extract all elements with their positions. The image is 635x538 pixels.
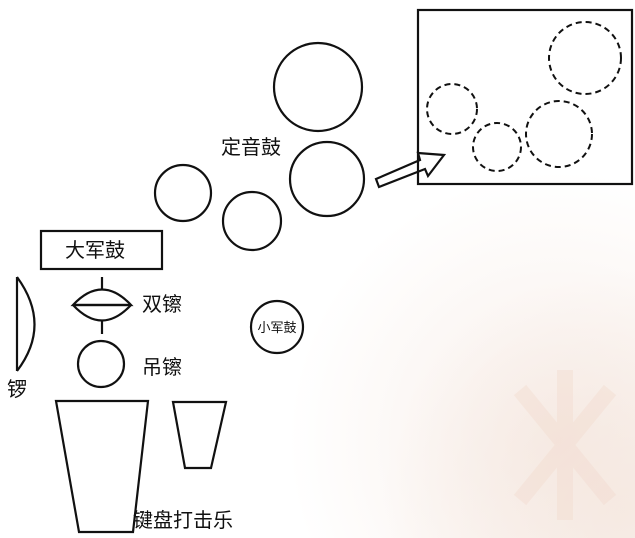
keyboard-percussion-label: 键盘打击乐 — [133, 508, 233, 532]
suspended-cymbal-icon — [76, 339, 126, 389]
crash-cymbals-icon — [70, 277, 134, 334]
timpani-drum-2 — [288, 140, 366, 218]
gong-icon — [16, 276, 36, 372]
keyboard-percussion-small-icon — [171, 400, 228, 470]
zoom-arrow-icon — [374, 151, 447, 189]
timpani-drum-1 — [272, 41, 364, 133]
inset-timpani-medium-left — [472, 122, 522, 172]
background-watermark-star — [513, 370, 617, 520]
timpani-drum-3 — [221, 190, 283, 252]
timpani-drum-4 — [153, 163, 213, 223]
inset-timpani-small — [426, 83, 478, 135]
keyboard-percussion-large-icon — [54, 399, 150, 534]
snare-drum-icon — [249, 299, 305, 355]
suspended-cymbal-label: 吊镲 — [142, 355, 182, 379]
bass-drum-label: 大军鼓 — [65, 238, 125, 262]
snare-drum-label: 小军鼓 — [257, 321, 296, 336]
crash-cymbals-label: 双镲 — [142, 292, 182, 316]
timpani-inset-box — [416, 8, 634, 186]
inset-timpani-medium-right — [525, 100, 593, 168]
gong-label: 锣 — [7, 377, 27, 401]
bass-drum-box — [39, 229, 164, 271]
timpani-label: 定音鼓 — [221, 135, 281, 159]
inset-timpani-large — [548, 21, 622, 95]
